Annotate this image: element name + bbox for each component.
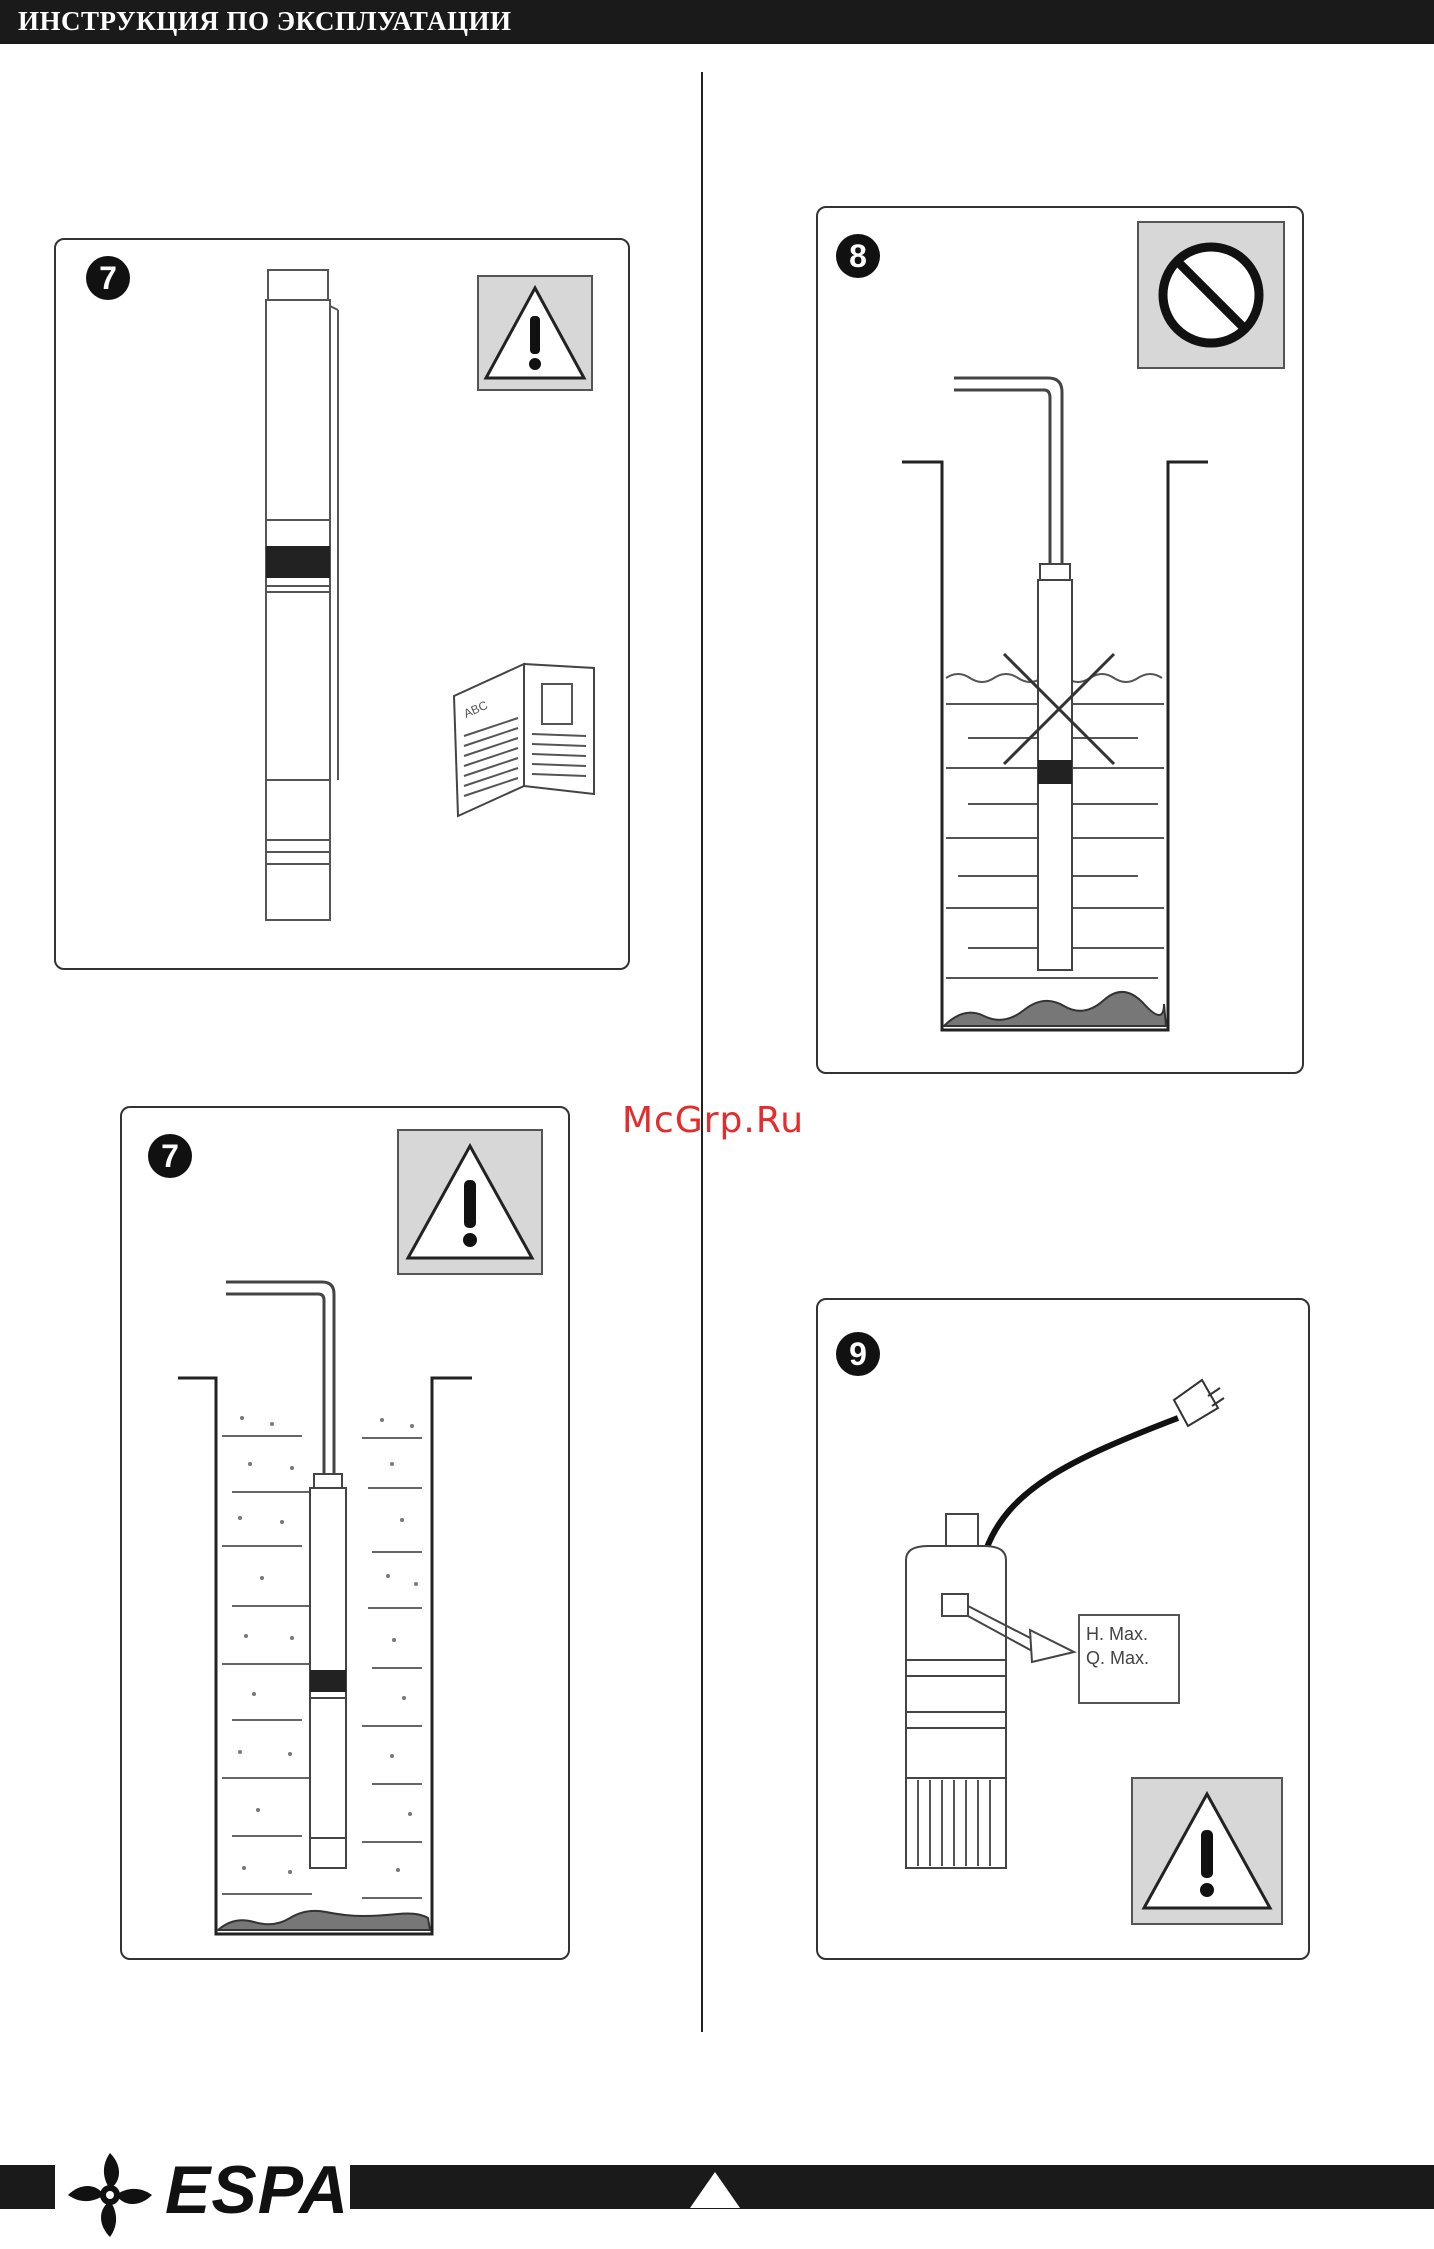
figure-9-nameplate-panel: 9 H. Max. Q. bbox=[816, 1298, 1310, 1960]
espa-logo-icon bbox=[60, 2145, 160, 2245]
warning-icon bbox=[1130, 1776, 1286, 1928]
nameplate-label-box: H. Max. Q. Max. bbox=[1078, 1614, 1180, 1704]
triangle-icon bbox=[690, 2172, 740, 2208]
espa-logo-text: ESPA bbox=[165, 2151, 349, 2229]
figure-8-water-panel: 8 bbox=[816, 206, 1304, 1074]
header-bar: ИНСТРУКЦИЯ ПО ЭКСПЛУАТАЦИИ bbox=[0, 0, 1434, 44]
figure-7-pump-panel: 7 ABC bbox=[54, 238, 630, 970]
watermark-text: McGrp.Ru bbox=[622, 1100, 804, 1141]
max-head-label: H. Max. bbox=[1086, 1622, 1172, 1646]
prohibited-icon bbox=[1136, 220, 1288, 372]
warning-icon bbox=[476, 274, 596, 394]
figure-7-borehole-panel: 7 bbox=[120, 1106, 570, 1960]
manual-book-icon: ABC bbox=[444, 656, 604, 826]
footer-bar bbox=[350, 2165, 1434, 2209]
warning-icon bbox=[396, 1128, 546, 1278]
page-title: ИНСТРУКЦИЯ ПО ЭКСПЛУАТАЦИИ bbox=[18, 6, 512, 37]
column-divider bbox=[701, 72, 703, 2032]
footer-bar-left bbox=[0, 2165, 55, 2209]
max-flow-label: Q. Max. bbox=[1086, 1646, 1172, 1670]
